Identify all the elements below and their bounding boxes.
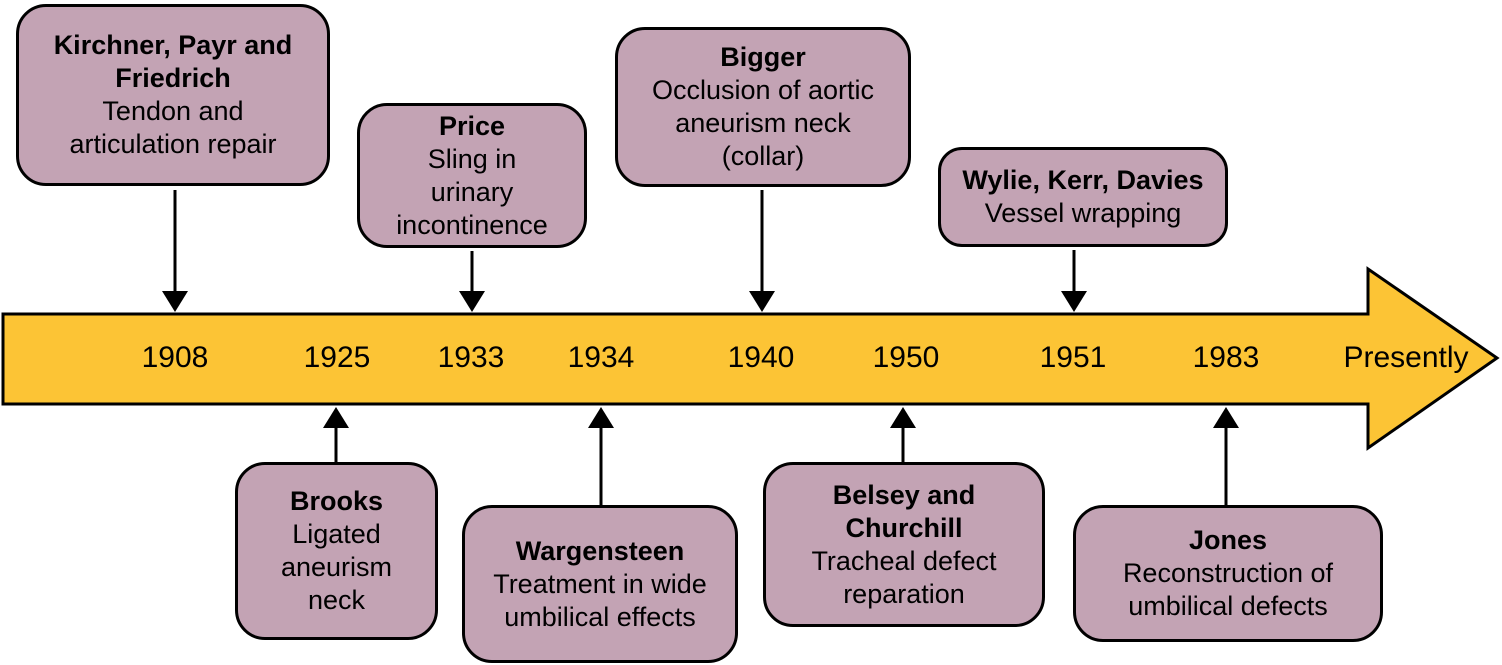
event-name: Kirchner, Payr and Friedrich (53, 30, 293, 93)
event-name: Brooks (289, 486, 384, 516)
event-description: Vessel wrapping (984, 198, 1182, 228)
event-name: Price (438, 110, 506, 141)
event-box-price: Price Sling in urinary incontinence (357, 103, 587, 248)
event-box-belsey-churchill: Belsey and Churchill Tracheal defect rep… (763, 462, 1045, 627)
connector-arrow-1933 (459, 251, 485, 312)
timeline-year-1908: 1908 (141, 341, 209, 374)
timeline-year-1940: 1940 (727, 341, 795, 374)
event-name: Bigger (720, 42, 806, 72)
event-name: Wylie, Kerr, Davies (962, 165, 1204, 195)
event-box-wargensteen: Wargensteen Treatment in wide umbilical … (462, 505, 738, 663)
event-name: Belsey and Churchill (832, 479, 976, 543)
connector-arrow-1925 (323, 407, 349, 462)
event-box-brooks: Brooks Ligated aneurism neck (235, 462, 438, 640)
event-box-jones: Jones Reconstruction of umbilical defect… (1073, 505, 1383, 642)
connector-arrow-1951 (1061, 250, 1087, 312)
event-description: Ligated aneurism neck (280, 519, 393, 615)
event-description: Reconstruction of umbilical defects (1122, 558, 1334, 621)
event-description: Treatment in wide umbilical effects (493, 568, 707, 632)
timeline-year-1934: 1934 (567, 341, 635, 374)
event-description: Sling in urinary incontinence (396, 143, 548, 240)
connector-arrow-1950 (890, 407, 916, 462)
event-description: Occlusion of aortic aneurism neck (colla… (651, 75, 875, 171)
timeline-year-1950: 1950 (872, 341, 940, 374)
event-description: Tracheal defect reparation (811, 545, 997, 609)
event-description: Tendon and articulation repair (69, 96, 277, 159)
event-box-wylie-kerr-davies: Wylie, Kerr, Davies Vessel wrapping (938, 147, 1228, 247)
event-name: Jones (1188, 525, 1268, 555)
connector-arrow-1940 (749, 190, 775, 312)
timeline-year-1925: 1925 (303, 341, 371, 374)
timeline-bar-arrow (1, 266, 1500, 451)
timeline-year-1951: 1951 (1039, 341, 1107, 374)
connector-arrow-1983 (1213, 407, 1239, 505)
connector-arrow-1934 (588, 407, 614, 505)
event-name: Wargensteen (515, 535, 685, 566)
timeline-year-1983: 1983 (1192, 341, 1260, 374)
timeline-year-1933: 1933 (437, 341, 505, 374)
connector-arrow-1908 (162, 190, 188, 312)
event-box-kirchner-payr-friedrich: Kirchner, Payr and Friedrich Tendon and … (16, 4, 330, 186)
timeline-label-presently: Presently (1343, 341, 1469, 374)
event-box-bigger: Bigger Occlusion of aortic aneurism neck… (615, 27, 911, 187)
